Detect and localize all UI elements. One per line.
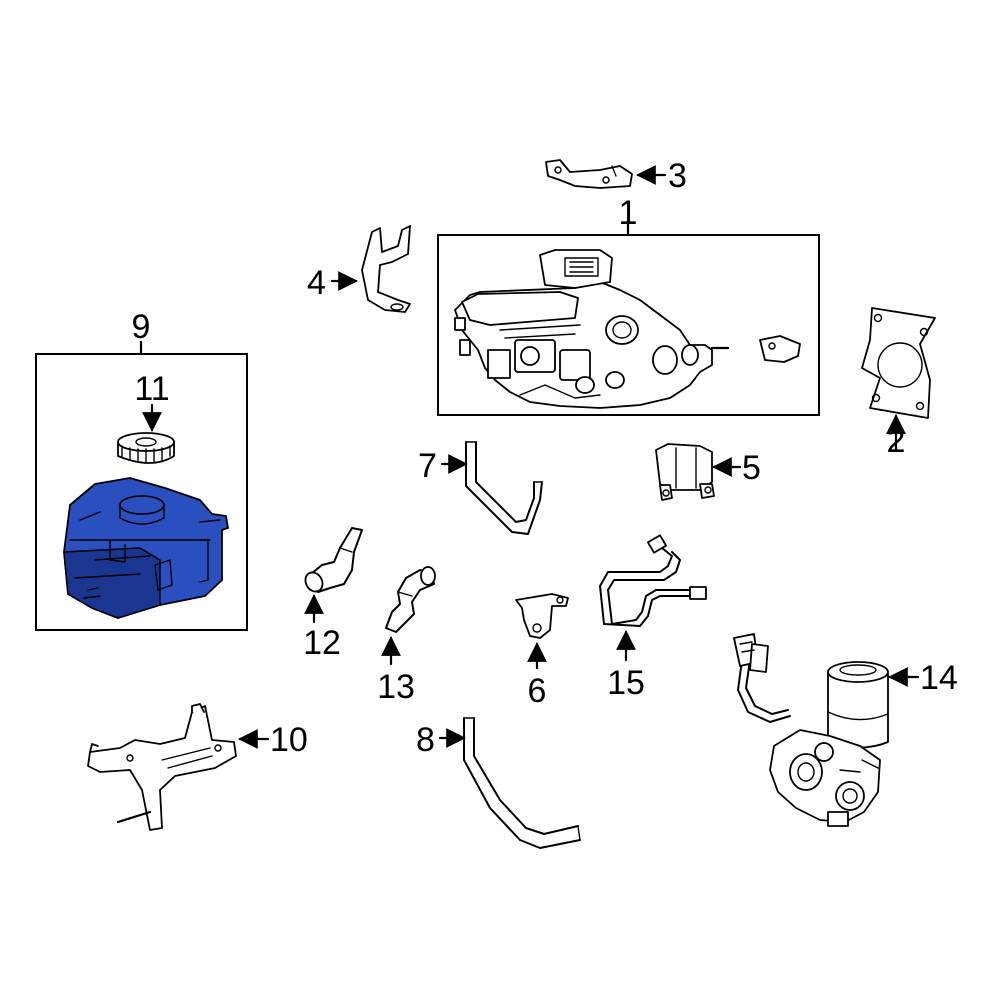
part-4-bracket[interactable] — [361, 225, 411, 313]
callout-2: 2 — [887, 422, 906, 460]
part-6-bracket[interactable] — [515, 593, 569, 639]
reservoir-neck — [119, 495, 165, 515]
callout-4: 4 — [307, 264, 326, 302]
callout-14: 14 — [920, 659, 958, 697]
part-7-hose[interactable] — [465, 441, 543, 535]
part-3-bracket[interactable] — [545, 159, 633, 189]
callout-15: 15 — [607, 664, 645, 702]
callout-13: 13 — [377, 668, 415, 706]
callout-8: 8 — [416, 721, 435, 759]
part-9-reservoir-group[interactable] — [35, 340, 248, 631]
part-15-tube[interactable] — [599, 534, 707, 627]
callout-10: 10 — [270, 721, 308, 759]
callout-6: 6 — [528, 672, 547, 710]
callout-11: 11 — [134, 370, 169, 408]
callout-3: 3 — [668, 157, 687, 195]
callout-7: 7 — [418, 447, 437, 485]
callout-9: 9 — [132, 308, 151, 346]
callout-12: 12 — [303, 624, 341, 662]
part-11-cap[interactable] — [117, 432, 175, 464]
part-8-hose[interactable] — [463, 717, 581, 849]
callout-5: 5 — [742, 449, 761, 487]
part-12-hose[interactable] — [302, 527, 363, 595]
part-13-hose[interactable] — [385, 566, 436, 633]
part-14-pump-motor[interactable] — [733, 633, 889, 827]
part-2-gasket[interactable] — [861, 307, 936, 419]
callout-1: 1 — [619, 194, 638, 232]
part-1-booster-assembly[interactable] — [437, 218, 820, 416]
part-10-mounting-bracket[interactable] — [87, 703, 237, 831]
part-5-clip[interactable] — [655, 443, 715, 501]
reservoir-front-face — [63, 547, 161, 619]
